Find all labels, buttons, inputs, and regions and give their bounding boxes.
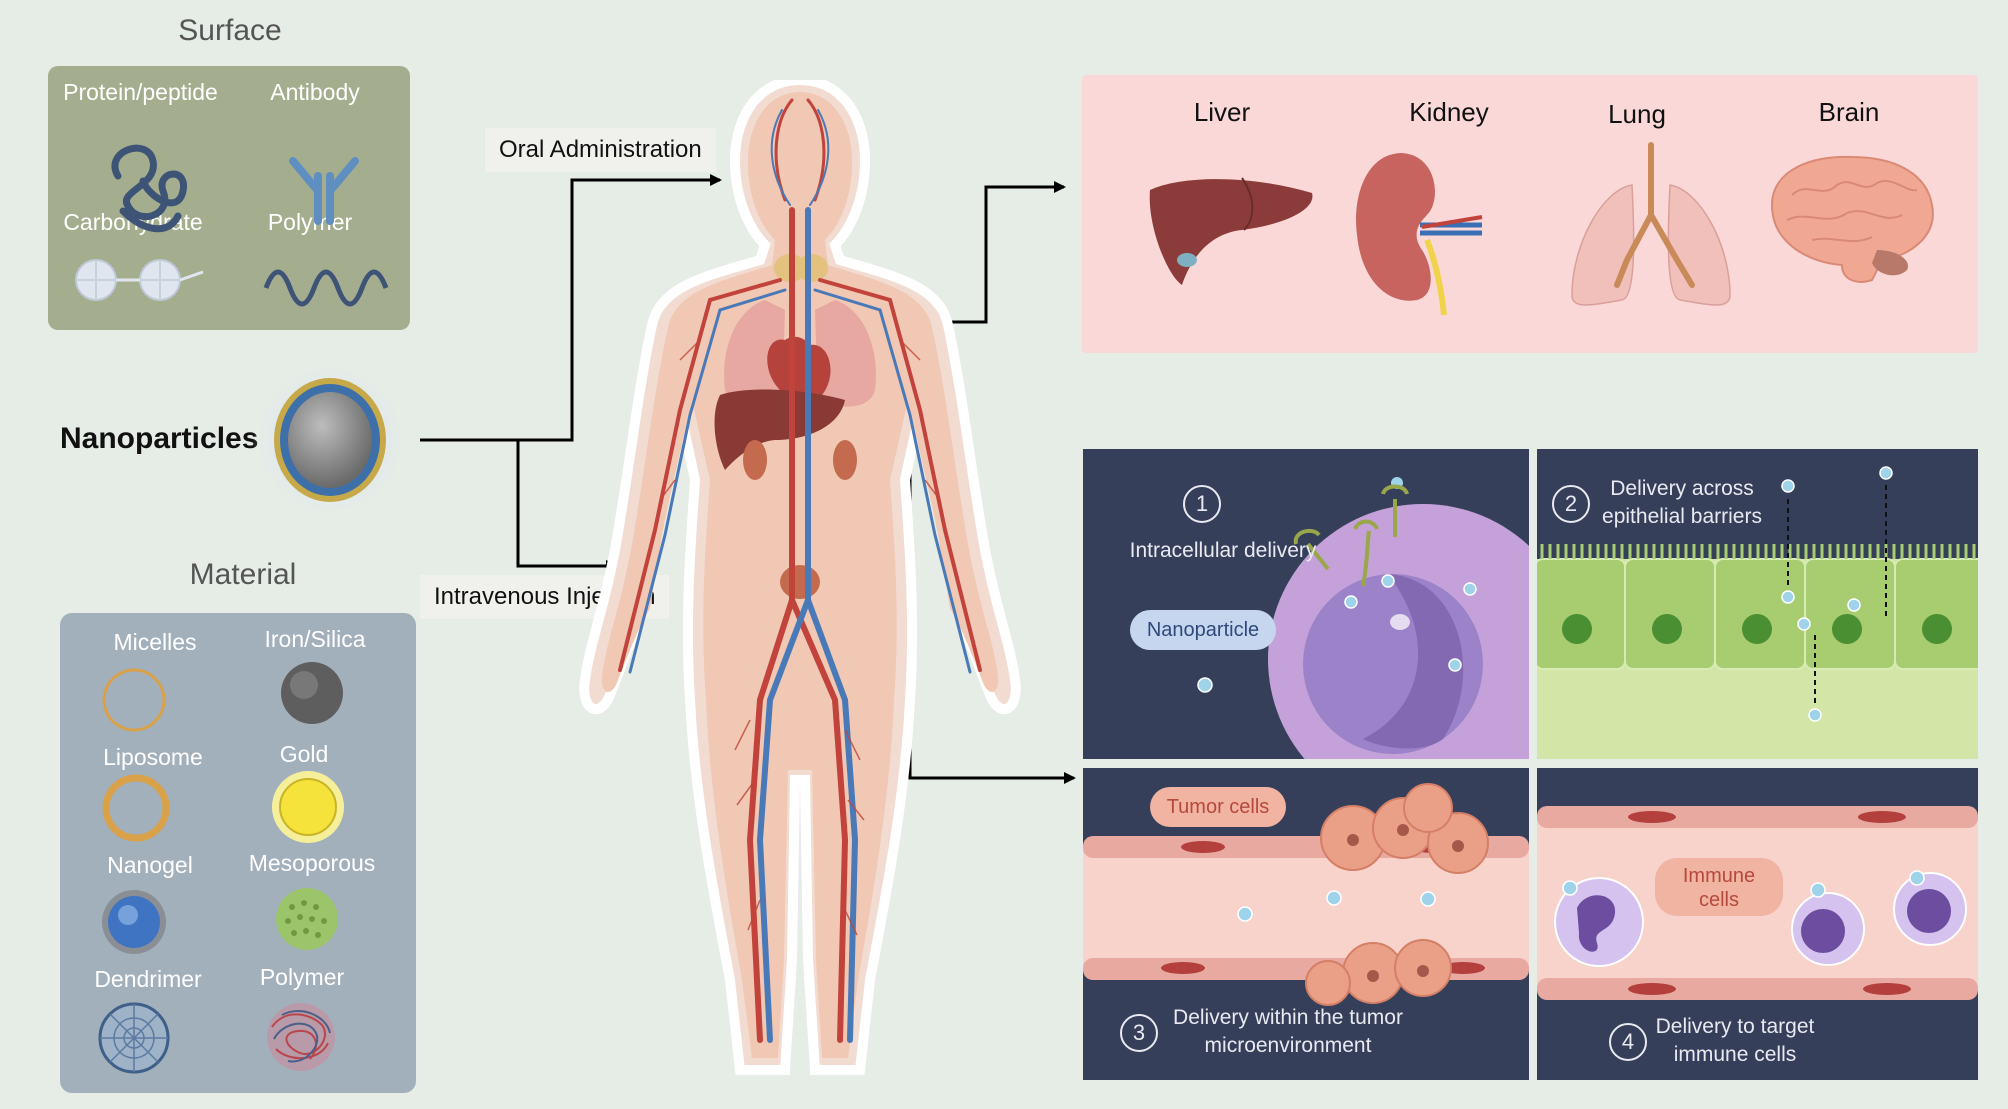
panel-3-label-line2: microenvironment <box>1204 1034 1372 1057</box>
carbohydrate-icon <box>75 259 204 301</box>
nanoparticle-icon <box>252 362 408 518</box>
material-item-liposome: Liposome <box>103 744 203 770</box>
nanoparticle-badge: Nanoparticle <box>1130 610 1276 650</box>
surface-title: Surface <box>178 14 282 47</box>
liver-icon <box>1149 179 1313 285</box>
antibody-icon <box>289 157 359 225</box>
organ-panel: Liver Kidney Lung Brain <box>1082 75 1978 353</box>
organ-label-kidney: Kidney <box>1409 97 1489 127</box>
panel-4-label-line2: immune cells <box>1673 1043 1797 1066</box>
panel-4-label-line1: Delivery to target <box>1655 1015 1815 1038</box>
surface-item-protein: Protein/peptide <box>63 79 218 105</box>
material-item-polymer: Polymer <box>259 964 345 990</box>
lung-icon <box>1571 184 1635 306</box>
material-item-dendrimer: Dendrimer <box>94 966 202 992</box>
panel-3-label-line1: Delivery within the tumor <box>1173 1006 1403 1029</box>
panel-intracellular-delivery: 1 Intracellular delivery Nanoparticle <box>1083 449 1529 759</box>
panel-tumor-delivery: Tumor cells 3 Delivery within the tumor … <box>1083 768 1529 1080</box>
brain-icon <box>1770 155 1934 283</box>
human-body-illustration <box>579 80 1021 1075</box>
immune-illustration <box>1537 806 1978 1000</box>
surface-item-polymer: Polymer <box>267 209 353 235</box>
surface-icons <box>75 144 389 307</box>
material-title: Material <box>189 558 297 591</box>
material-item-nanogel: Nanogel <box>107 852 193 878</box>
immune-badge-line2: cells <box>1698 889 1739 911</box>
micelle-icon <box>102 668 166 732</box>
material-item-iron-silica: Iron/Silica <box>264 626 366 652</box>
organ-label-lung: Lung <box>1608 99 1666 129</box>
material-item-micelles: Micelles <box>113 629 197 655</box>
np-to-iv-arrow <box>516 440 618 572</box>
material-item-mesoporous: Mesoporous <box>248 850 376 876</box>
surface-item-antibody: Antibody <box>270 79 360 105</box>
immune-cells-badge: Immune cells <box>1655 858 1783 916</box>
panel-2-label-line1: Delivery across <box>1610 477 1754 500</box>
np-to-oral-arrow <box>420 174 722 442</box>
surface-box: Protein/peptide Antibody Carbohydrate Po… <box>48 66 410 330</box>
intracellular-illustration <box>1197 477 1529 759</box>
tumor-illustration <box>1083 783 1529 1006</box>
organ-icons <box>1149 142 1934 316</box>
oral-route-label: Oral Administration <box>485 128 716 172</box>
material-icons <box>98 662 344 1074</box>
immune-badge-line1: Immune <box>1682 865 1756 887</box>
organ-label-brain: Brain <box>1818 97 1880 127</box>
liposome-icon <box>102 774 170 842</box>
panel-4-number: 4 <box>1609 1023 1647 1061</box>
panel-3-number: 3 <box>1120 1014 1158 1052</box>
panel-2-number: 2 <box>1552 485 1590 523</box>
epithelial-illustration <box>1537 466 1978 759</box>
material-box: Micelles Iron/Silica Liposome Gold Nanog… <box>60 613 416 1093</box>
panel-epithelial-delivery: 2 Delivery across epithelial barriers <box>1537 449 1978 759</box>
panel-2-label-line2: epithelial barriers <box>1602 505 1762 528</box>
material-item-gold: Gold <box>279 741 329 767</box>
panel-immune-delivery: Immune cells 4 Delivery to target immune… <box>1537 768 1978 1080</box>
kidney-icon <box>1356 153 1435 301</box>
protein-icon <box>111 144 187 233</box>
tumor-cells-badge: Tumor cells <box>1150 787 1286 827</box>
polymer-wave-icon <box>263 269 389 307</box>
panel-1-number: 1 <box>1183 485 1221 523</box>
panel-1-label: Intracellular delivery <box>1129 539 1317 562</box>
nanoparticles-label: Nanoparticles <box>60 422 259 455</box>
organ-label-liver: Liver <box>1193 97 1251 127</box>
